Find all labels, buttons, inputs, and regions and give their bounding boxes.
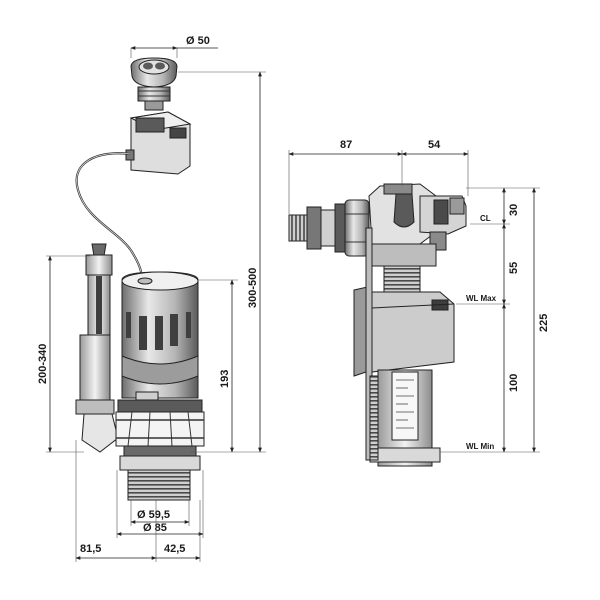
push-button <box>130 57 178 111</box>
dim-label-button-diameter: Ø 50 <box>186 35 210 47</box>
dim-label-offset-left: 81,5 <box>80 543 101 555</box>
label-wl-min: WL Min <box>466 442 494 451</box>
dim-heights: 30 55 100 225 CL WL Max WL Min <box>440 187 550 453</box>
dim-label-width-right: 54 <box>428 139 441 151</box>
dim-label-height-mid: 55 <box>508 262 520 274</box>
dim-valve-diameters: Ø 59,5 Ø 85 <box>116 470 204 538</box>
actuator-box <box>125 111 192 175</box>
dim-label-height-top: 30 <box>508 204 520 216</box>
guide-rod <box>365 227 373 461</box>
dim-offsets: 81,5 42,5 <box>75 440 201 562</box>
dim-label-width-left: 87 <box>340 139 352 151</box>
dim-valve-height: 193 <box>198 279 238 453</box>
dim-label-offset-right: 42,5 <box>164 543 185 555</box>
dim-label-outer-diameter: Ø 85 <box>143 522 167 534</box>
label-cl: CL <box>480 214 491 223</box>
dim-label-inner-diameter: Ø 59,5 <box>137 509 170 521</box>
overflow-column <box>75 243 119 453</box>
flush-valve-assembly: Ø 50 300-500 193 200-340 Ø 59,5 <box>37 35 266 562</box>
dim-label-height-total: 225 <box>538 314 550 332</box>
dim-total-height: 300-500 <box>178 71 266 453</box>
dim-button-diameter: Ø 50 <box>130 35 218 58</box>
dim-column-height: 200-340 <box>37 255 90 453</box>
dim-widths: 87 54 <box>288 139 469 214</box>
dim-label-column-height: 200-340 <box>37 344 49 384</box>
valve-head <box>368 183 467 267</box>
inlet-nozzle <box>288 199 370 257</box>
dim-label-height-low: 100 <box>508 374 520 392</box>
label-wl-max: WL Max <box>466 294 497 303</box>
dim-label-total-height: 300-500 <box>247 268 259 308</box>
fill-valve-assembly: 87 54 30 55 100 225 CL WL Max WL Min <box>288 139 550 467</box>
dim-label-valve-height: 193 <box>219 370 231 388</box>
valve-body <box>115 271 205 501</box>
scaled-tube <box>369 369 441 467</box>
